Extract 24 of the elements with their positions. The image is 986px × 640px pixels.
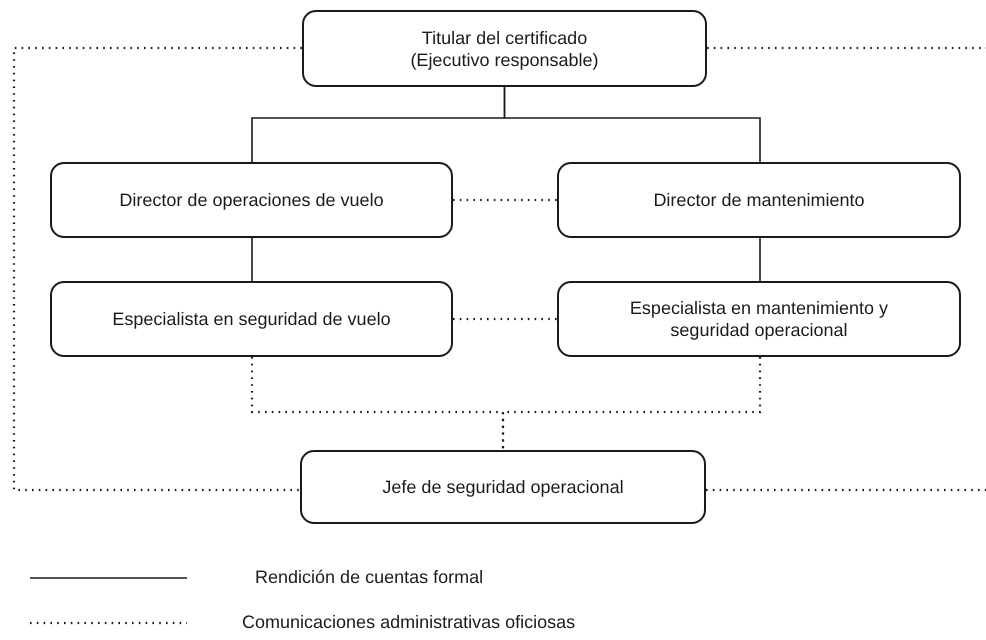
connector-line (504, 87, 761, 162)
role-box (557, 281, 961, 357)
role-title: Especialista en seguridad de vuelo (112, 308, 391, 330)
role-title: Titular del certificado (422, 26, 588, 48)
dotted-connector (706, 488, 986, 492)
dotted-connector (502, 357, 762, 450)
dotted-connector (453, 318, 557, 320)
connector-line (251, 238, 253, 281)
role-title: Director de mantenimiento (653, 189, 865, 211)
legend-label: Comunicaciones administrativas oficiosas (242, 612, 576, 633)
role-title: Especialista en mantenimiento y seguridad operacional (628, 297, 890, 341)
role-box (50, 281, 453, 357)
role-title: Jefe de seguridad operacional (382, 476, 624, 498)
role-box (300, 450, 706, 524)
connector-line (759, 238, 761, 281)
dotted-connector (453, 198, 557, 202)
role-box (50, 162, 453, 238)
legend-label: Rendición de cuentas formal (255, 567, 484, 588)
role-box (557, 162, 961, 238)
dotted-connector (250, 357, 504, 450)
role-title: Director de operaciones de vuelo (119, 189, 384, 211)
dotted-connector (12, 46, 302, 492)
role-title: (Ejecutivo responsable) (410, 48, 599, 70)
role-box (302, 10, 707, 87)
